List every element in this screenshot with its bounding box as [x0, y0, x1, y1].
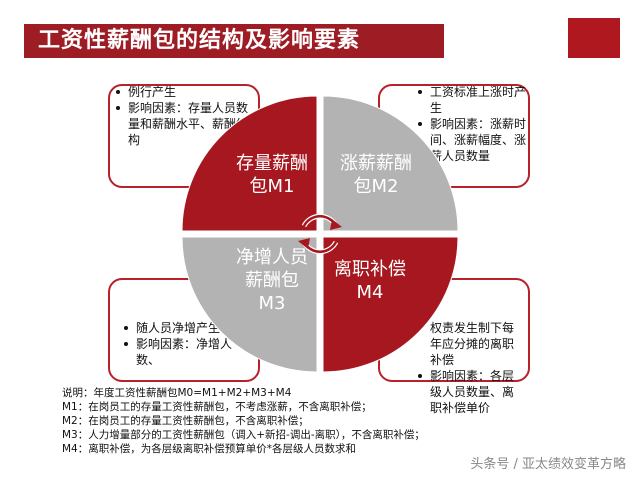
callout-list-m2: 工资标准上涨时产生 影响因素：涨薪时间、涨薪幅度、涨薪人员数量 — [418, 84, 528, 164]
explanation-line: M4：离职补偿，为各层级离职补偿预算单价*各层级人员数求和 — [62, 443, 356, 455]
quadrant-label-m1: 存量薪酬包M1 — [236, 153, 308, 197]
callout-item: 影响因素：涨薪时间、涨薪幅度、涨薪人员数量 — [418, 116, 528, 164]
callout-item: 影响因素：净增人数、 — [124, 336, 234, 368]
quadrant-m4 — [322, 236, 459, 373]
explanation-notes: 说明：年度工资性薪酬包M0=M1+M2+M3+M4 M1：在岗员工的存量工资性薪… — [62, 386, 582, 456]
cycle-arrows-icon — [298, 213, 342, 255]
explanation-line: M1：在岗员工的存量工资性薪酬包，不考虑涨薪，不含离职补偿； — [62, 401, 372, 413]
callout-item: 随人员净增产生 — [124, 320, 234, 336]
quadrant-label-m4: 离职补偿M4 — [334, 259, 406, 303]
explanation-line: M3：人力增量部分的工资性薪酬包（调入+新招-调出-离职），不含离职补偿； — [62, 429, 425, 441]
quadrant-label-m2: 涨薪薪酬包M2 — [340, 153, 412, 197]
callout-list-m4: 权责发生制下每年应分摊的离职补偿 影响因素：各层级人员数量、离职补偿单价 — [418, 320, 518, 416]
corner-decoration — [568, 18, 620, 58]
watermark-text: 头条号 / 亚太绩效变革方略 — [470, 457, 626, 472]
callout-list-m1: 例行产生 影响因素：存量人员数量和薪酬水平、薪酬结构 — [116, 84, 252, 148]
callout-item: 例行产生 — [116, 84, 252, 100]
quadrant-label-m3: 净增人员薪酬包M3 — [236, 247, 308, 314]
quadrant-m3 — [181, 236, 318, 373]
explanation-line: M2：在岗员工的存量工资性薪酬包，不含离职补偿； — [62, 415, 309, 427]
callout-item: 权责发生制下每年应分摊的离职补偿 — [418, 320, 518, 368]
callout-list-m3: 随人员净增产生 影响因素：净增人数、 — [124, 320, 234, 368]
page-title: 工资性薪酬包的结构及影响要素 — [24, 24, 444, 58]
quadrant-circle — [181, 95, 459, 373]
callout-item: 影响因素：各层级人员数量、离职补偿单价 — [418, 368, 518, 416]
quadrant-m2 — [322, 95, 459, 232]
explanation-line: 说明：年度工资性薪酬包M0=M1+M2+M3+M4 — [62, 387, 292, 399]
quadrant-m1 — [181, 95, 318, 232]
callout-item: 工资标准上涨时产生 — [418, 84, 528, 116]
callout-item: 影响因素：存量人员数量和薪酬水平、薪酬结构 — [116, 100, 252, 148]
